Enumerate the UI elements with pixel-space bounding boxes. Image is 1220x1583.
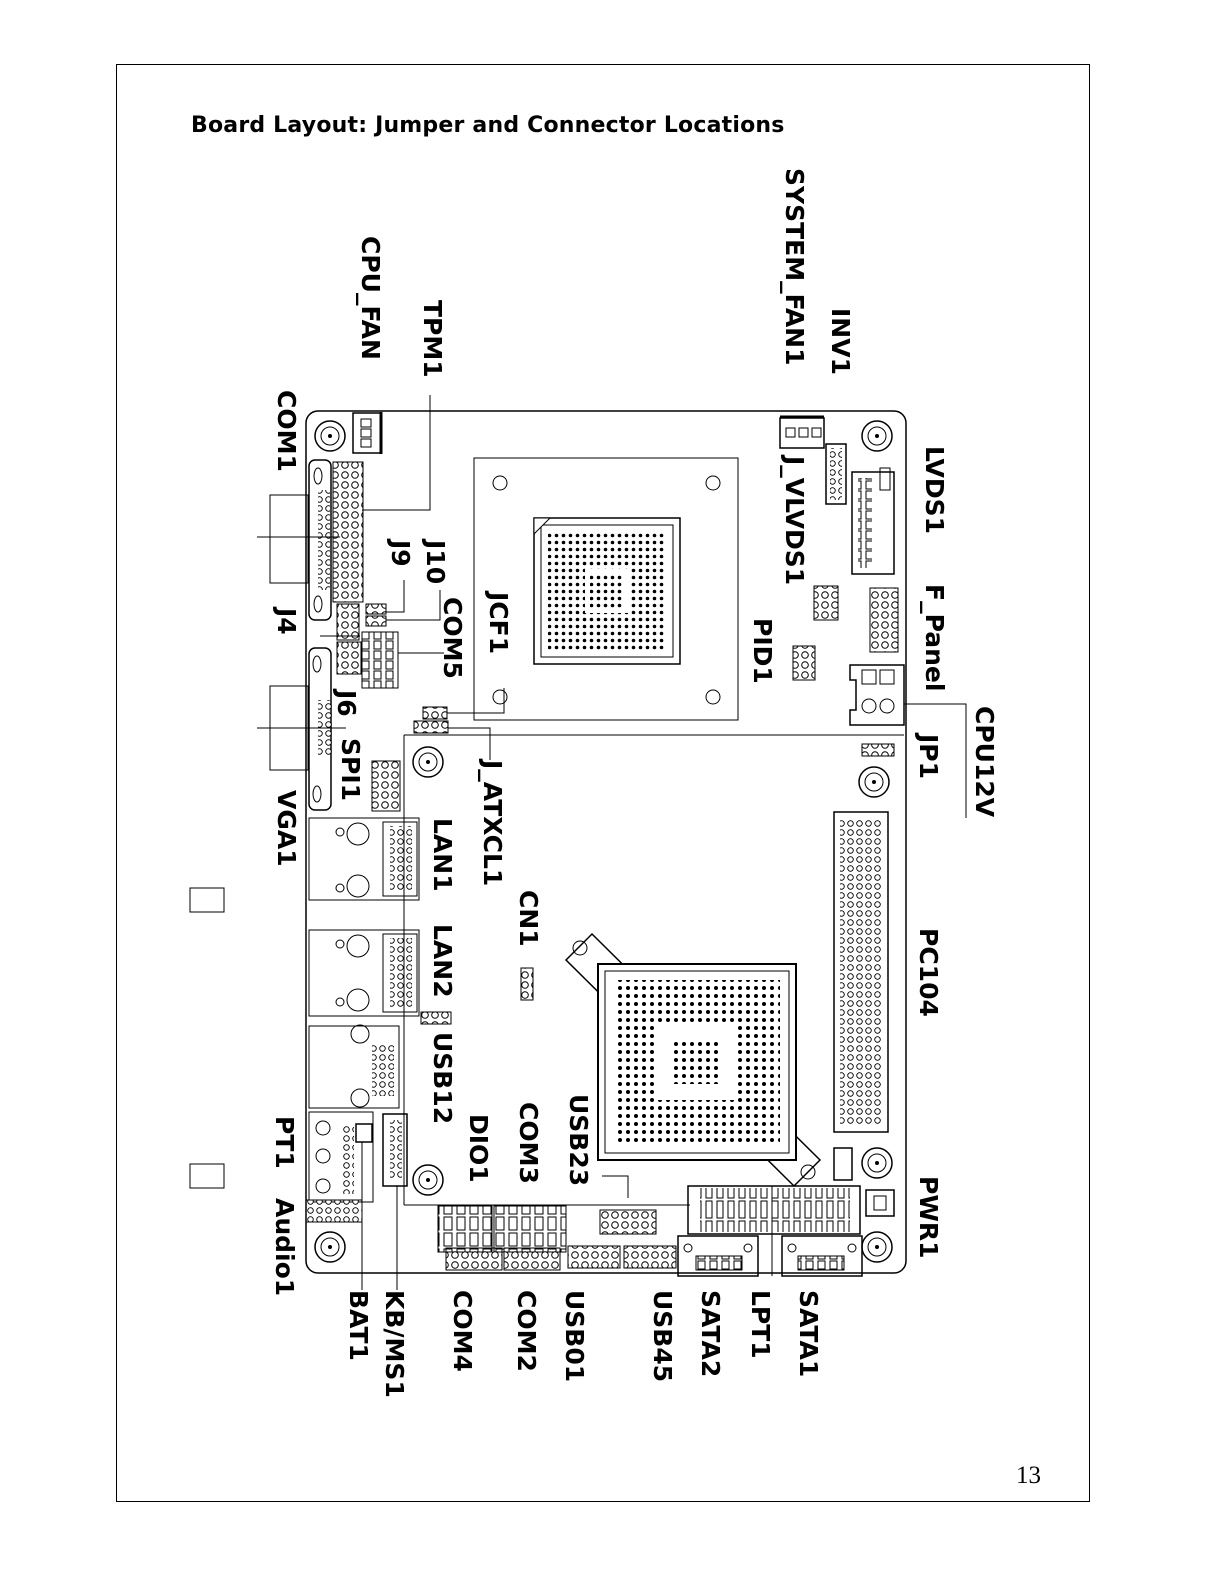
com3-slot bbox=[494, 1206, 566, 1252]
j-vlvds1-jumper bbox=[814, 586, 838, 620]
j-atxcl1-jumper bbox=[414, 721, 448, 733]
label-com4: COM4 bbox=[448, 1290, 477, 1372]
label-audio1: Audio1 bbox=[270, 1198, 299, 1296]
bat1-connector bbox=[356, 1124, 372, 1142]
f-panel-header bbox=[870, 588, 898, 652]
label-usb45: USB45 bbox=[648, 1290, 677, 1382]
label-usb01: USB01 bbox=[560, 1290, 589, 1382]
label-com3: COM3 bbox=[514, 1102, 543, 1184]
sata2-connector bbox=[678, 1236, 758, 1276]
sata1-connector bbox=[782, 1236, 862, 1276]
label-lan1: LAN1 bbox=[428, 818, 457, 892]
vga1-connector bbox=[270, 648, 332, 810]
label-vga1: VGA1 bbox=[272, 790, 301, 867]
label-cpu-fan: CPU_FAN bbox=[356, 236, 385, 360]
kb-ms1-connector bbox=[383, 1114, 407, 1186]
mounting-hole bbox=[315, 1232, 345, 1262]
cpu-socket-area bbox=[474, 458, 738, 720]
label-pid1: PID1 bbox=[748, 618, 777, 684]
usb23-header bbox=[600, 1210, 656, 1234]
label-f-panel: F_Panel bbox=[920, 584, 949, 691]
com5-header bbox=[362, 632, 398, 688]
label-j-atxcl1: J_ATXCL1 bbox=[478, 758, 507, 886]
usb45-header bbox=[624, 1246, 676, 1268]
pc104-connector bbox=[834, 812, 888, 1132]
jp1-jumper bbox=[862, 744, 894, 756]
label-tpm1: TPM1 bbox=[418, 300, 447, 378]
mounting-hole bbox=[413, 747, 443, 777]
j6-jumper bbox=[337, 642, 361, 674]
label-com1: COM1 bbox=[272, 390, 301, 472]
jcf1-jumper bbox=[423, 707, 447, 719]
system-fan1-connector bbox=[780, 417, 824, 448]
pwr1-connector bbox=[866, 1190, 894, 1216]
label-usb23: USB23 bbox=[564, 1094, 593, 1186]
label-jp1: JP1 bbox=[914, 732, 943, 779]
inv1-connector bbox=[826, 444, 846, 504]
lpt1-connector bbox=[688, 1186, 860, 1234]
label-j4: J4 bbox=[272, 606, 301, 635]
label-usb12: USB12 bbox=[428, 1032, 457, 1124]
label-kb-ms1: KB/MS1 bbox=[380, 1290, 409, 1398]
label-com2: COM2 bbox=[512, 1290, 541, 1372]
label-pwr1: PWR1 bbox=[914, 1176, 943, 1259]
label-pc104: PC104 bbox=[914, 928, 943, 1017]
label-sata1: SATA1 bbox=[794, 1290, 823, 1377]
margin-mark bbox=[190, 1164, 224, 1188]
label-j6: J6 bbox=[332, 688, 361, 717]
mounting-hole bbox=[862, 421, 892, 451]
label-inv1: INV1 bbox=[826, 308, 855, 375]
mounting-hole bbox=[862, 1232, 892, 1262]
usb12-connector bbox=[309, 1025, 399, 1108]
label-com5: COM5 bbox=[438, 597, 467, 679]
com2-header bbox=[504, 1248, 560, 1270]
label-jcf1: JCF1 bbox=[484, 590, 513, 654]
fan-connector bbox=[834, 1148, 852, 1180]
lan2-connector bbox=[309, 930, 419, 1016]
cpu-fan-connector bbox=[353, 412, 381, 454]
mounting-hole bbox=[862, 1148, 892, 1178]
lan1-connector bbox=[309, 818, 419, 900]
com1-connector bbox=[270, 460, 331, 620]
label-dio1: DIO1 bbox=[464, 1114, 493, 1183]
mounting-hole bbox=[315, 421, 345, 451]
chipset-area bbox=[566, 934, 820, 1186]
label-cpu12v: CPU12V bbox=[970, 706, 999, 818]
mounting-hole bbox=[859, 767, 889, 797]
margin-mark bbox=[190, 888, 224, 912]
label-spi1: SPI1 bbox=[336, 738, 365, 801]
label-bat1: BAT1 bbox=[344, 1290, 373, 1361]
label-lpt1: LPT1 bbox=[746, 1290, 775, 1359]
cn1-jumper bbox=[521, 968, 533, 1000]
mounting-hole bbox=[413, 1165, 443, 1195]
audio1-connector bbox=[306, 1112, 373, 1222]
label-pt1: PT1 bbox=[270, 1116, 299, 1169]
pid1-jumper bbox=[793, 646, 815, 680]
usb12-header bbox=[421, 1012, 451, 1024]
com4-header bbox=[446, 1248, 502, 1270]
cpu12v-connector bbox=[850, 665, 904, 725]
lvds1-connector bbox=[852, 468, 894, 574]
label-j9: J9 bbox=[386, 538, 415, 567]
j4-jumper bbox=[337, 604, 359, 640]
tpm1-header bbox=[333, 462, 363, 602]
label-system-fan1: SYSTEM_FAN1 bbox=[780, 168, 809, 366]
label-j-vlvds1: J_VLVDS1 bbox=[780, 454, 809, 585]
usb01-header bbox=[568, 1246, 620, 1268]
com4-slot bbox=[438, 1206, 492, 1252]
label-cn1: CN1 bbox=[514, 890, 543, 947]
j10-jumper bbox=[366, 616, 386, 626]
label-sata2: SATA2 bbox=[696, 1290, 725, 1377]
label-j10: J10 bbox=[421, 538, 450, 584]
label-lan2: LAN2 bbox=[428, 924, 457, 998]
spi1-header bbox=[372, 761, 400, 811]
j9-jumper bbox=[366, 604, 386, 614]
label-lvds1: LVDS1 bbox=[920, 446, 949, 534]
